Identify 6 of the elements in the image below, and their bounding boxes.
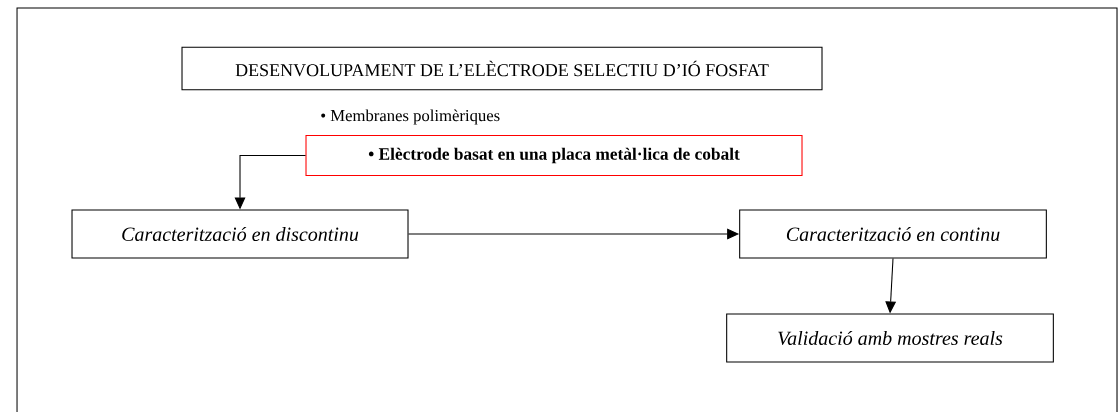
highlighted-box: • Elèctrode basat en una placa metàl·lica de cobalt <box>305 134 803 177</box>
process-box: Caracterització en continu <box>739 209 1047 259</box>
bullet-text: • Membranes polimèriques <box>321 109 500 125</box>
title-box: DESENVOLUPAMENT DE L’ELÈCTRODE SELECTIU D’IÓ FOSFAT <box>181 46 823 91</box>
process-box: Validació amb mostres reals <box>726 313 1054 363</box>
process-box: Caracterització en discontinu <box>71 209 409 259</box>
